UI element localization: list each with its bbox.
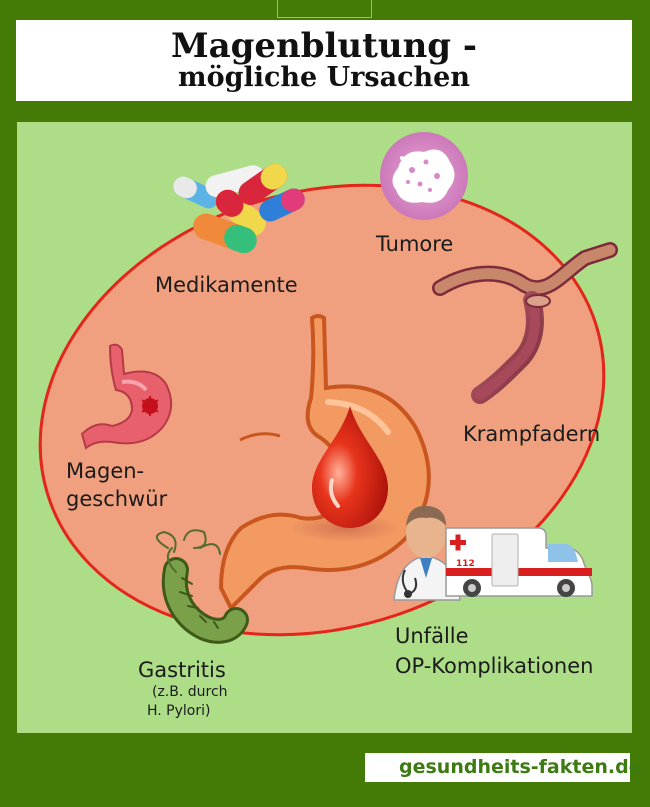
page-subtitle: mögliche Ursachen [178,62,470,93]
label-tumore: Tumore [376,232,454,256]
footer-brand-box: gesundheits-fakten.de [365,753,642,782]
top-tab-notch [277,0,372,18]
label-gastritis-note2: H. Pylori) [147,703,211,719]
label-magen-line2: geschwür [66,487,168,511]
stomach-ulcer-icon [80,343,173,450]
doctor-icon [393,505,461,601]
page-title: Magenblutung - [170,26,478,66]
title-box: Magenblutung - mögliche Ursachen [16,20,632,101]
label-magen-line1: Magen- [66,459,145,483]
blood-drop-icon [290,406,400,542]
varicose-vein-icon [432,242,618,404]
label-unfaelle: Unfälle [395,624,469,648]
tumor-cell-icon [380,132,468,220]
footer-brand-text: gesundheits-fakten.de [399,756,642,778]
pills-icon [173,163,305,254]
label-medikamente: Medikamente [155,273,298,297]
label-op-komplikationen: OP-Komplikationen [395,654,594,678]
ambulance-number: 112 [456,559,475,569]
ambulance-icon: 112 [445,527,593,597]
bacterium-icon [156,529,249,644]
label-gastritis: Gastritis [138,658,226,682]
label-gastritis-note1: (z.B. durch [152,684,228,700]
label-krampfadern: Krampfadern [463,422,601,446]
